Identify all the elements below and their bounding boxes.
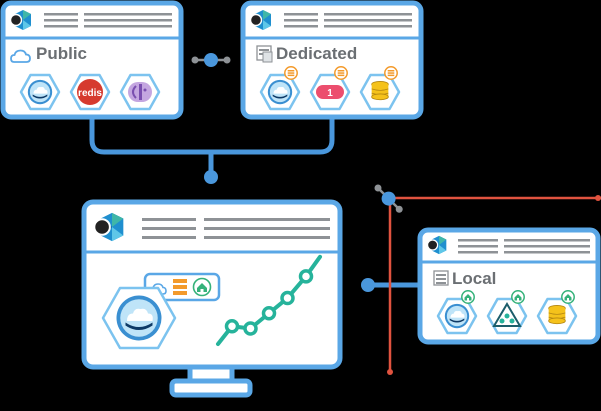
- server-stack-icon: [173, 279, 187, 295]
- panel-public: redis: [0, 0, 184, 120]
- chart-point-1: [224, 319, 240, 334]
- local-badge-icon: [511, 290, 525, 304]
- junction-node: [361, 278, 375, 292]
- local-badge-icon: [461, 290, 475, 304]
- connector-lines: [89, 115, 601, 375]
- monitor: [81, 199, 343, 398]
- chart-point-3: [261, 306, 277, 321]
- tree-icon: [492, 302, 522, 327]
- local-badge-icon: [561, 290, 575, 304]
- database-stack-icon: [371, 80, 389, 101]
- header-lines: [284, 13, 412, 28]
- pill-badge-label: 1: [327, 88, 333, 99]
- header-lines: [458, 239, 590, 254]
- dedicated-badge-icon: [334, 66, 348, 80]
- chart-point-4: [280, 290, 295, 306]
- database-stack-icon: [548, 304, 566, 325]
- bluemix-cloud-icon: [444, 303, 470, 329]
- panel-dedicated-label: Dedicated: [276, 44, 358, 63]
- bluemix-cloud-icon: [267, 79, 293, 105]
- redis-icon: redis: [77, 79, 103, 105]
- header-lines: [44, 13, 172, 28]
- panel-local-label: Local: [452, 269, 497, 288]
- svg-text:redis: redis: [78, 88, 102, 99]
- dedicated-badge-icon: [384, 66, 398, 80]
- bluemix-cloud-icon: [116, 295, 162, 341]
- chart-point-5: [298, 269, 314, 284]
- pill-icon: [316, 85, 344, 99]
- chart-point-2: [243, 321, 258, 336]
- cloud-icon: [10, 49, 31, 63]
- dedicated-badge-icon: [284, 66, 298, 80]
- growth-line-chart: [216, 254, 322, 346]
- dedicated-server-icon: [256, 45, 273, 63]
- house-icon: [192, 277, 212, 297]
- local-server-icon: [433, 270, 449, 286]
- panel-dedicated: 1: [240, 0, 424, 120]
- panel-local: [417, 227, 601, 345]
- bluemix-cloud-icon: [27, 79, 53, 105]
- elephant-db-icon: [128, 82, 152, 102]
- junction-node: [204, 170, 218, 184]
- panel-public-label: Public: [36, 44, 88, 63]
- header-lines: [142, 218, 330, 239]
- link-node-icon: [374, 184, 403, 213]
- link-node-icon: [191, 52, 231, 68]
